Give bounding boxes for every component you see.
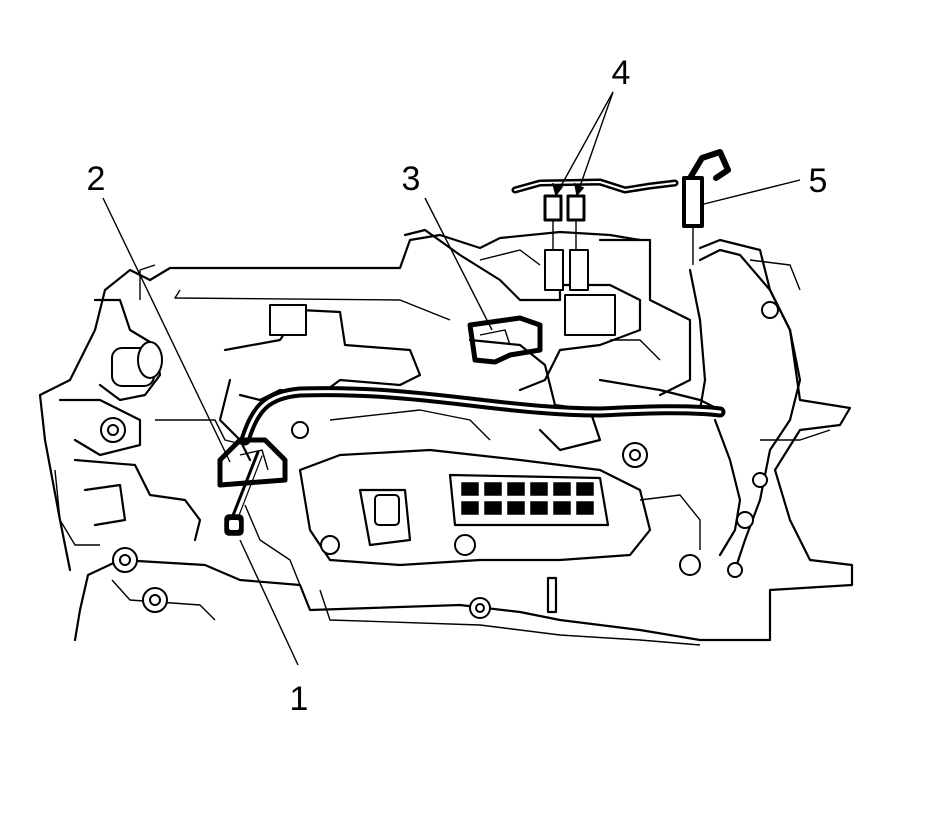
harness-clip bbox=[217, 437, 288, 488]
callout-4: 4 bbox=[612, 54, 631, 92]
connector-pins bbox=[461, 482, 594, 515]
wiring-harness bbox=[239, 386, 726, 446]
callout-3: 3 bbox=[402, 160, 421, 198]
callout-1: 1 bbox=[290, 680, 309, 718]
harness-connector bbox=[467, 315, 543, 365]
leader-line-3 bbox=[424, 197, 493, 331]
transmission-case bbox=[38, 230, 854, 646]
right-side-assembly bbox=[688, 248, 831, 578]
callout-labels: 1 2 3 4 5 bbox=[87, 54, 828, 718]
leader-line-5 bbox=[699, 179, 801, 206]
leader-line-4a bbox=[555, 91, 614, 196]
bolt bbox=[224, 450, 263, 536]
leader-line-4b bbox=[576, 91, 614, 196]
leader-lines bbox=[102, 91, 801, 666]
leader-line-1 bbox=[239, 539, 299, 666]
callout-5: 5 bbox=[809, 162, 828, 200]
upper-solenoid-block bbox=[403, 228, 722, 468]
arrowhead-4a bbox=[551, 182, 564, 197]
callout-2: 2 bbox=[87, 160, 106, 198]
leader-line-2 bbox=[102, 197, 231, 463]
left-solenoid-assembly bbox=[54, 264, 246, 613]
electrical-connectors bbox=[511, 178, 679, 250]
harness-end-connector bbox=[682, 149, 731, 265]
center-left-valve-body bbox=[218, 304, 491, 462]
arrowhead-4b bbox=[573, 182, 585, 197]
control-module bbox=[298, 448, 701, 619]
